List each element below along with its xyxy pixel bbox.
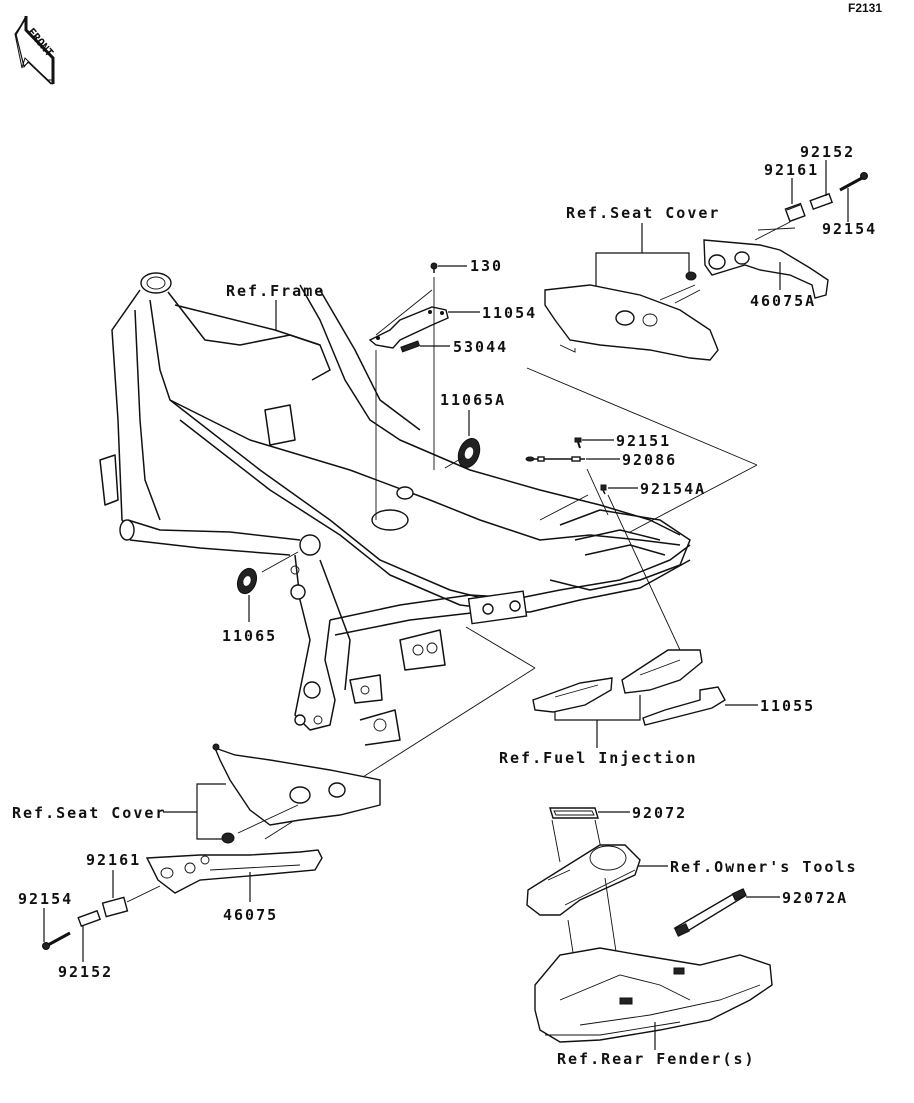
part-92161-bottom-label: 92161 [86,851,141,869]
part-46075-label: 46075 [223,906,278,924]
rear-fender-drawing [534,947,773,1043]
part-92161-top-label: 92161 [764,161,819,179]
grab-rail-46075-drawing [145,849,323,894]
bolt-92154-bottom-icon [42,931,71,950]
part-92154-bottom-label: 92154 [18,890,73,908]
ref-owners-tools-label: Ref.Owner's Tools [670,858,858,876]
grommet-11065-icon [236,567,258,595]
seat-cover-right-drawing [544,284,719,361]
part-11054-label: 11054 [482,304,537,322]
part-92151-label: 92151 [616,432,671,450]
part-11055-label: 11055 [760,697,815,715]
part-92072A-label: 92072A [782,889,848,907]
frame-drawing [99,272,691,746]
ref-seat-cover-bottom-label: Ref.Seat Cover [12,804,166,822]
nut-icon [685,271,697,281]
ref-rear-fender-label: Ref.Rear Fender(s) [557,1050,756,1068]
fuel-injection-parts-drawing [532,649,703,713]
seat-cover-left-drawing [212,743,381,826]
collar-92152-bottom-icon [77,909,102,928]
bracket-11054-icon [368,306,449,349]
diagram-code: F2131 [848,1,882,15]
pin-53044-icon [400,340,421,353]
cable-92086-icon [525,456,585,462]
part-130-label: 130 [470,257,503,275]
bolt-92154A-icon [600,484,607,495]
ref-frame-label: Ref.Frame [226,282,325,300]
collar-92152-top-icon [809,192,834,211]
part-92072-label: 92072 [632,804,687,822]
part-92152-bottom-label: 92152 [58,963,113,981]
bracket-11055-icon [642,686,726,726]
ref-seat-cover-top-label: Ref.Seat Cover [566,204,720,222]
screw-130-icon [430,262,438,273]
owners-tools-drawing [526,844,641,916]
part-53044-label: 53044 [453,338,508,356]
part-92154A-label: 92154A [640,480,706,498]
part-92154-top-label: 92154 [822,220,877,238]
nut-bottom-icon [221,832,235,844]
part-11065A-label: 11065A [440,391,506,409]
part-46075A-label: 46075A [750,292,816,310]
collar-92161-top-icon [784,202,806,223]
bolt-92151-icon [574,437,582,449]
part-11065-label: 11065 [222,627,277,645]
strap-92072A-icon [673,888,747,937]
collar-92161-bottom-icon [101,896,129,918]
part-92152-top-label: 92152 [800,143,855,161]
seal-92072-icon [549,807,599,819]
front-arrow-icon: FRONT [14,15,95,86]
ref-fuel-injection-label: Ref.Fuel Injection [499,749,698,767]
grommet-11065A-icon [457,437,481,469]
bolt-92154-top-icon [839,172,868,192]
grab-rail-46075A-drawing [703,239,829,299]
part-92086-label: 92086 [622,451,677,469]
